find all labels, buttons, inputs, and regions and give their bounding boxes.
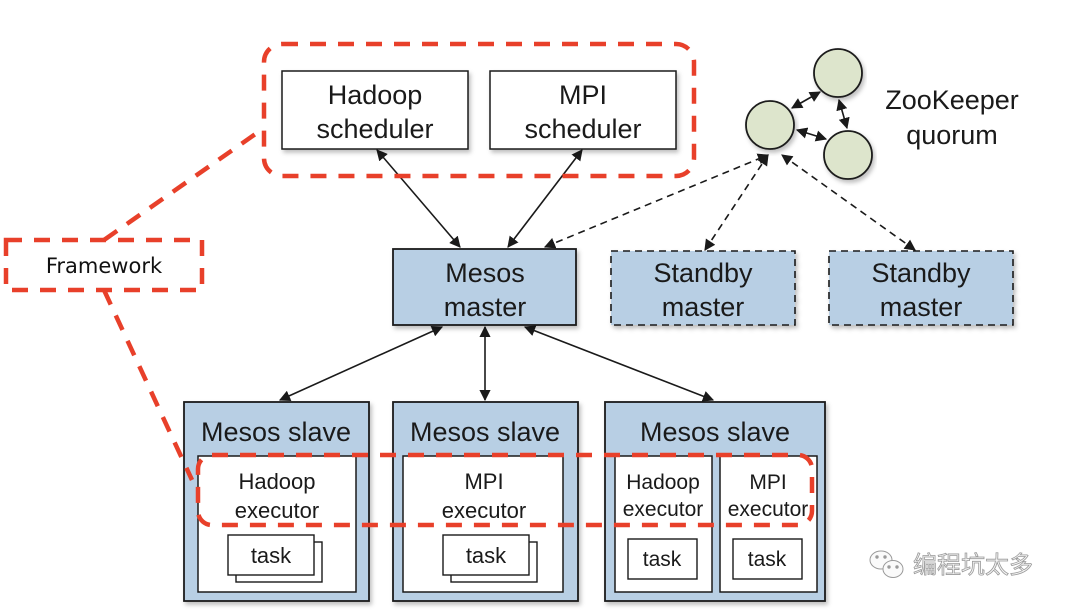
task-label: task — [251, 543, 292, 568]
task-stack: task — [227, 534, 323, 583]
arrow-mpi-scheduler-master — [507, 149, 583, 248]
standby-master-1-line1: Standby — [653, 258, 753, 288]
slave-1-executor-line2: executor — [235, 498, 319, 523]
standby-master-2: Standby master — [828, 250, 1014, 326]
slave-1-executor-line1: Hadoop — [238, 469, 315, 494]
watermark: 编程坑太多 — [869, 550, 1033, 579]
framework-executor-region — [195, 452, 815, 528]
mpi-scheduler-line1: MPI — [559, 80, 607, 110]
standby-master-1-line2: master — [662, 292, 745, 322]
arrow-standby2-zookeeper — [781, 154, 916, 251]
framework-scheduler-region — [261, 41, 697, 179]
slave-3-executor-1-line1: Hadoop — [626, 471, 700, 494]
mesos-master-line1: Mesos — [445, 258, 525, 288]
arrow-master-slave1 — [278, 326, 444, 401]
task-stack: task — [442, 534, 538, 583]
arrow-zk-a-c — [795, 127, 828, 142]
standby-master-2-line1: Standby — [871, 258, 971, 288]
zookeeper-node — [745, 100, 795, 150]
watermark-text: 编程坑太多 — [913, 551, 1033, 579]
zookeeper-node — [813, 48, 863, 98]
hadoop-scheduler: Hadoop scheduler — [281, 70, 469, 150]
mpi-scheduler-line2: scheduler — [524, 114, 641, 144]
zookeeper-label-line1: ZooKeeper — [885, 85, 1019, 115]
framework-callout-top — [102, 126, 266, 242]
slave-2-executor-line2: executor — [442, 498, 526, 523]
framework-label: Framework — [46, 254, 163, 278]
mesos-slave-3: Mesos slave Hadoop executor task MPI exe… — [604, 401, 826, 602]
task-label: task — [466, 543, 507, 568]
standby-master-2-line2: master — [880, 292, 963, 322]
arrow-master-zookeeper — [543, 153, 770, 249]
framework-callout-bottom — [101, 289, 195, 481]
task-label: task — [748, 548, 787, 571]
slave-3-executor-1-line2: executor — [623, 498, 704, 521]
connectors — [278, 91, 916, 402]
mesos-master: Mesos master — [392, 248, 577, 326]
wechat-icon — [869, 550, 904, 578]
framework-highlight — [3, 41, 815, 528]
arrow-hadoop-scheduler-master — [376, 149, 461, 248]
mesos-master-line2: master — [444, 292, 527, 322]
standby-master-1: Standby master — [610, 250, 796, 326]
mesos-slave-3-title: Mesos slave — [640, 417, 790, 447]
task-box — [732, 538, 803, 580]
slave-3-executor-2-line2: executor — [728, 498, 809, 521]
mesos-slave-1: Mesos slave Hadoop executor task — [183, 401, 370, 602]
zookeeper-node — [823, 130, 873, 180]
arrow-master-slave3 — [523, 325, 715, 402]
arrow-zk-b-c — [836, 98, 850, 130]
zookeeper-quorum: ZooKeeper quorum — [745, 48, 1019, 180]
arrow-zk-a-b — [791, 91, 821, 109]
zookeeper-label-line2: quorum — [906, 120, 998, 150]
mesos-slave-2: Mesos slave MPI executor task — [392, 401, 579, 602]
task-label: task — [643, 548, 682, 571]
mpi-scheduler: MPI scheduler — [489, 70, 677, 150]
mesos-slave-1-title: Mesos slave — [201, 417, 351, 447]
slave-3-executor-2-line1: MPI — [749, 471, 786, 494]
mesos-slave-2-title: Mesos slave — [410, 417, 560, 447]
slave-2-executor-line1: MPI — [464, 469, 503, 494]
hadoop-scheduler-line2: scheduler — [316, 114, 433, 144]
task-box — [627, 538, 698, 580]
hadoop-scheduler-line1: Hadoop — [328, 80, 423, 110]
arrow-standby1-zookeeper — [704, 154, 769, 251]
